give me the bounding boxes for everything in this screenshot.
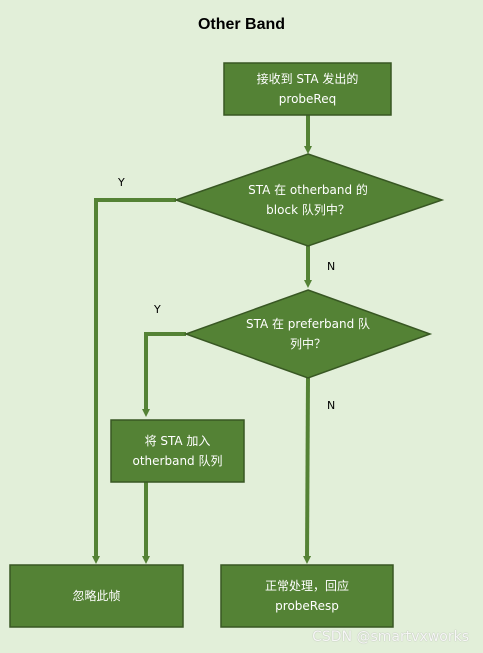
label-yes-prefer: Y bbox=[154, 303, 161, 316]
ignore-text: 忽略此帧 bbox=[10, 565, 183, 627]
add-queue-line2: otherband 队列 bbox=[132, 454, 223, 468]
process-receive-probereq bbox=[223, 62, 392, 116]
process-normal-response bbox=[220, 564, 394, 628]
process-ignore-frame bbox=[9, 564, 184, 628]
ignore-line1: 忽略此帧 bbox=[72, 589, 121, 603]
arrow-block-yes-to-ignore bbox=[92, 198, 176, 564]
label-no-block: N bbox=[327, 260, 336, 273]
decision-block-line2: block 队列中？ bbox=[266, 203, 350, 217]
decision-preferband bbox=[183, 289, 433, 379]
decision-prefer-text: STA 在 preferband 队 列中？ bbox=[206, 304, 410, 364]
decision-prefer-line1: STA 在 preferband 队 bbox=[245, 317, 371, 331]
process-add-otherband bbox=[110, 419, 245, 483]
decision-prefer-line2: 列中？ bbox=[289, 337, 326, 351]
arrow-prefer-yes-to-add bbox=[142, 332, 186, 417]
normal-line1: 正常处理，回应 bbox=[264, 579, 349, 593]
add-queue-text: 将 STA 加入 otherband 队列 bbox=[111, 420, 244, 482]
label-no-prefer: N bbox=[327, 399, 336, 412]
normal-text: 正常处理，回应 probeResp bbox=[221, 565, 393, 627]
receive-line1: 接收到 STA 发出的 bbox=[256, 72, 359, 86]
normal-line2: probeResp bbox=[275, 599, 339, 613]
arrow-prefer-no-to-normal bbox=[303, 377, 312, 564]
decision-block-text: STA 在 otherband 的 block 队列中？ bbox=[200, 170, 416, 230]
diagram-title: Other Band bbox=[197, 16, 286, 33]
csdn-watermark: CSDN @smartvxworks bbox=[312, 629, 469, 645]
receive-text: 接收到 STA 发出的 probeReq bbox=[224, 63, 391, 115]
decision-otherband-block bbox=[173, 153, 445, 247]
decision-block-line1: STA 在 otherband 的 bbox=[248, 183, 368, 197]
connector-lines bbox=[92, 115, 312, 564]
add-queue-line1: 将 STA 加入 bbox=[144, 434, 211, 448]
receive-line2: probeReq bbox=[278, 92, 337, 106]
label-yes-block: Y bbox=[118, 176, 125, 189]
